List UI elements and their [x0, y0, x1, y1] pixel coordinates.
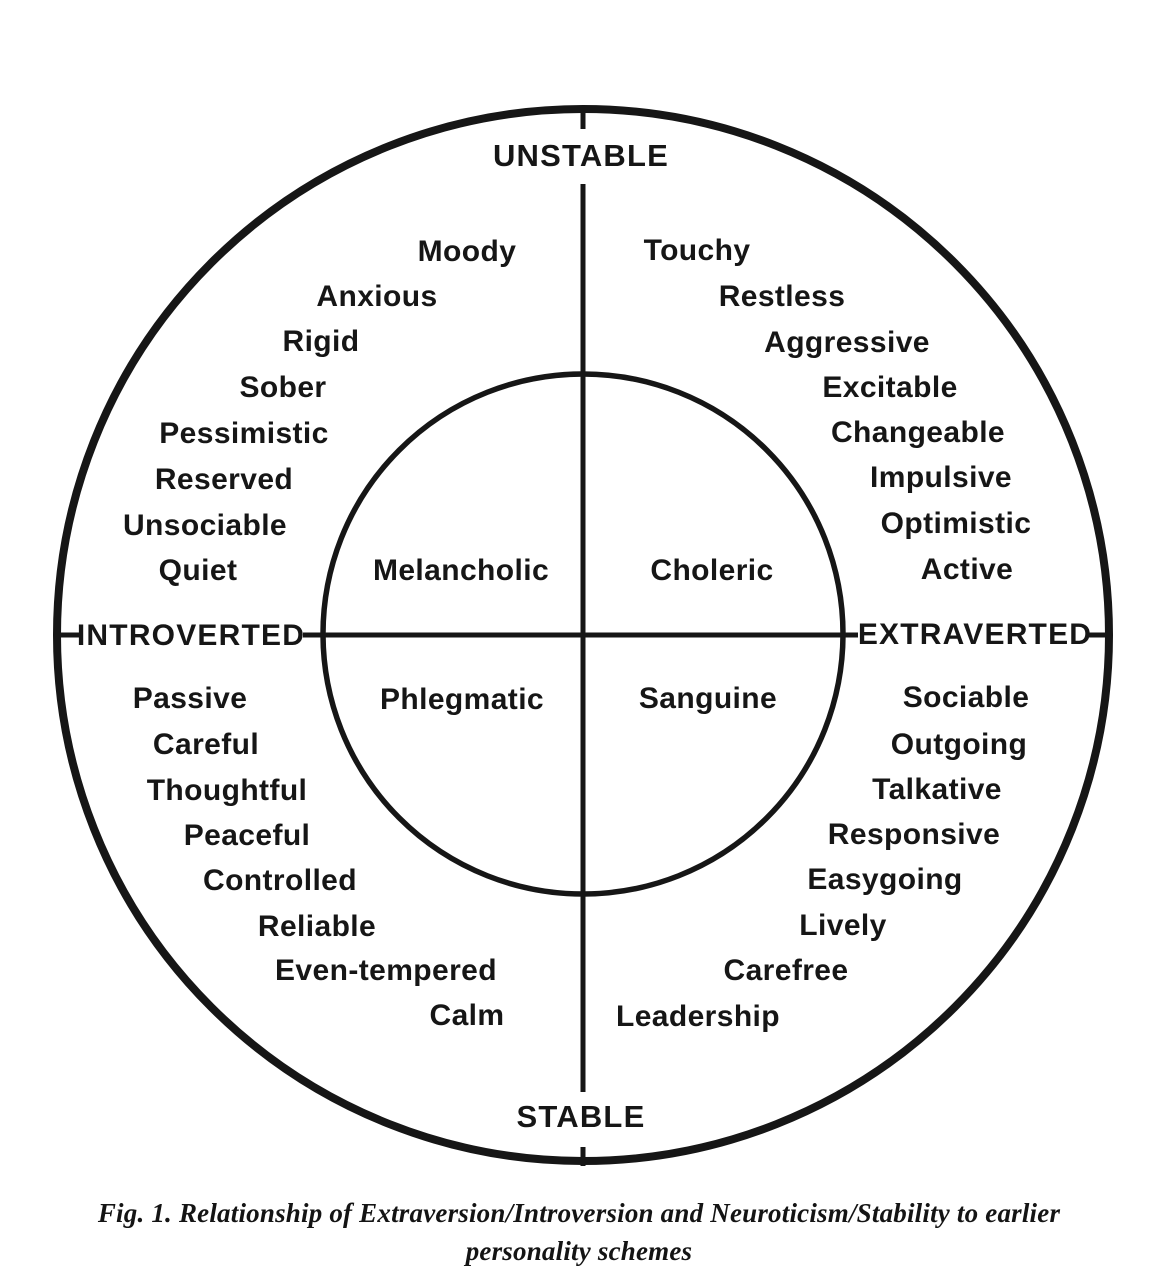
trait-rigid: Rigid	[282, 325, 360, 358]
temperament-choleric: Choleric	[650, 554, 774, 587]
figure-caption-line2: personality schemes	[465, 1236, 693, 1266]
trait-talkative: Talkative	[872, 773, 1002, 806]
trait-passive: Passive	[132, 682, 248, 715]
temperament-sanguine: Sanguine	[638, 682, 778, 715]
trait-sober: Sober	[239, 371, 327, 404]
trait-peaceful: Peaceful	[183, 819, 311, 852]
trait-unsociable: Unsociable	[122, 509, 288, 542]
trait-restless: Restless	[718, 280, 846, 313]
trait-reserved: Reserved	[154, 463, 294, 496]
figure-caption-line1: Fig. 1. Relationship of Extraversion/Int…	[97, 1198, 1061, 1228]
axis-label-unstable: UNSTABLE	[492, 138, 670, 173]
axis-label-introverted: INTROVERTED	[76, 619, 306, 652]
trait-responsive: Responsive	[827, 818, 1001, 851]
trait-carefree: Carefree	[723, 954, 849, 987]
trait-lively: Lively	[799, 909, 887, 942]
trait-careful: Careful	[152, 728, 260, 761]
trait-moody: Moody	[417, 235, 517, 268]
temperament-phlegmatic: Phlegmatic	[379, 683, 545, 716]
trait-sociable: Sociable	[902, 681, 1030, 714]
trait-pessimistic: Pessimistic	[159, 417, 329, 450]
trait-thoughtful: Thoughtful	[146, 774, 308, 807]
trait-controlled: Controlled	[203, 864, 357, 897]
trait-quiet: Quiet	[158, 554, 238, 587]
trait-excitable: Excitable	[822, 371, 958, 404]
trait-reliable: Reliable	[257, 910, 377, 943]
temperament-melancholic: Melancholic	[372, 554, 550, 587]
trait-impulsive: Impulsive	[870, 461, 1012, 494]
trait-touchy: Touchy	[643, 234, 751, 267]
trait-leadership: Leadership	[615, 1000, 781, 1033]
trait-active: Active	[920, 553, 1014, 586]
trait-even-tempered: Even-tempered	[275, 954, 497, 987]
trait-easygoing: Easygoing	[807, 863, 963, 896]
trait-changeable: Changeable	[830, 416, 1006, 449]
trait-anxious: Anxious	[316, 280, 438, 313]
axis-label-extraverted: EXTRAVERTED	[857, 618, 1093, 651]
trait-optimistic: Optimistic	[880, 507, 1032, 540]
trait-outgoing: Outgoing	[890, 728, 1028, 761]
axis-label-stable: STABLE	[516, 1099, 646, 1134]
trait-calm: Calm	[429, 999, 505, 1032]
trait-aggressive: Aggressive	[764, 326, 930, 359]
